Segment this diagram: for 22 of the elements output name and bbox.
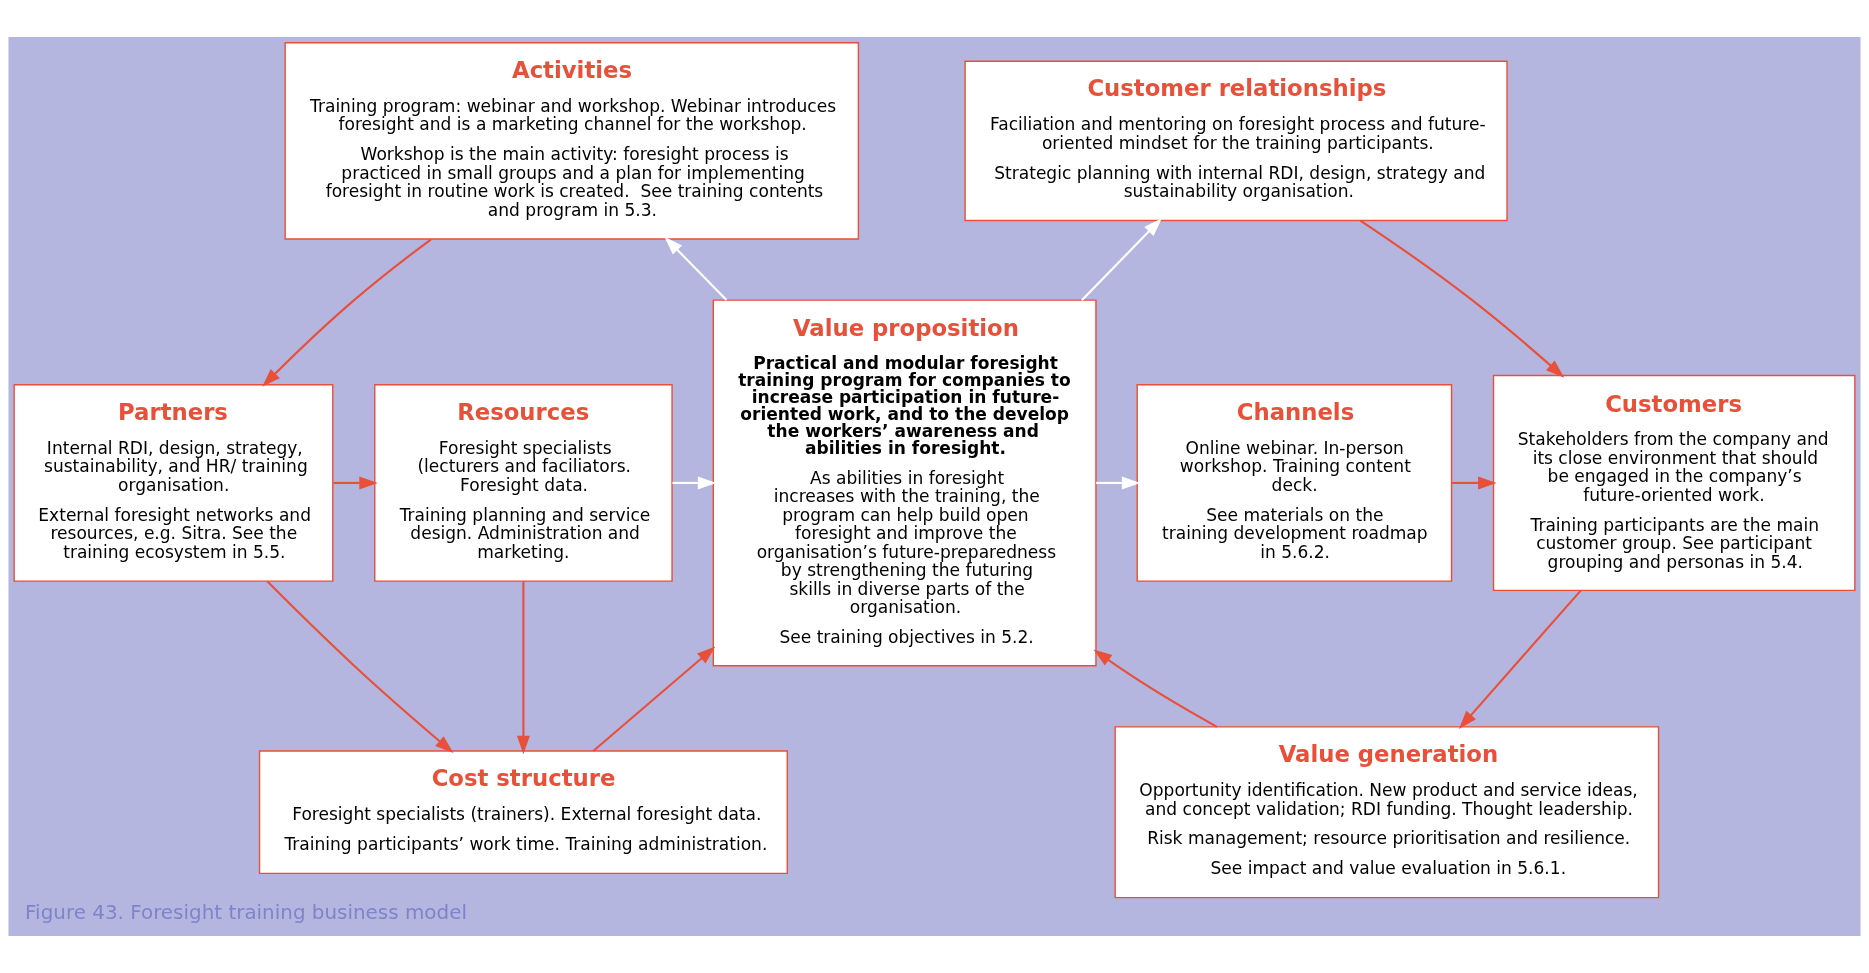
node-box: Cost structure Foresight specialists (trainers). External foresight data. Training participants’ work time. Training administration. xyxy=(258,750,788,875)
arrow xyxy=(1096,476,1141,490)
arrow xyxy=(1451,476,1497,490)
arrow xyxy=(266,580,454,754)
arrow xyxy=(1081,218,1162,301)
node-box: Customer relationships Faciliation and mentoring on foresight process and future-oriented mindset for the training participants. Strategic planning with internal RDI, design, strategy and sustainability organisation. xyxy=(964,60,1508,222)
arrow xyxy=(333,476,378,490)
arrow xyxy=(516,581,530,755)
arrow xyxy=(1458,589,1582,729)
node-box: Channels Online webinar. In-person workshop. Training content deck. See materials on the training development roadmap in 5.6.2. xyxy=(1136,384,1453,582)
arrow xyxy=(262,238,432,387)
arrow xyxy=(1093,649,1218,728)
node-box: Resources Foresight specialists (lecturers and faciliators. Foresight data. Training planning and service design. Administration and marketing. xyxy=(374,384,673,582)
arrow xyxy=(1359,219,1565,378)
arrow xyxy=(672,476,717,490)
node-box: Customers Stakeholders from the company and its close environment that should be engaged in the company’s future-oriented work. Training participants are the main customer group. See participant grouping and personas in 5.4. xyxy=(1492,374,1856,592)
node-box: Value proposition Practical and modular foresight training program for companies to increase participation in future-oriented work, and to the develop the workers’ awareness and abilities in foresight. As abilities in foresight increases with the training, the program can help build open foresight and improve the organisation’s future-preparedness by strengthening the futuring skills in diverse parts of the organisation. See training objectives in 5.2. xyxy=(712,299,1097,667)
node-box: Partners Internal RDI, design, strategy, sustainability, and HR/ training organisation. External foresight networks and resources, e.g. Sitra. See the training ecosystem in 5.5. xyxy=(13,384,334,582)
arrow xyxy=(664,236,728,301)
node-box: Value generation Opportunity identification. New product and service ideas, and concept validation; RDI funding. Thought leadership. Risk management; resource prioritisation and resilience. See impact and value evaluation in 5.6.1. xyxy=(1114,726,1660,899)
arrow xyxy=(592,646,716,752)
node-box: Activities Training program: webinar and workshop. Webinar introduces foresight and is a marketing channel for the workshop. Workshop is the main activity: foresight process is practiced in small groups and a plan for implementing foresight in routine work is created. See training contents and program in 5.3. xyxy=(284,42,860,240)
